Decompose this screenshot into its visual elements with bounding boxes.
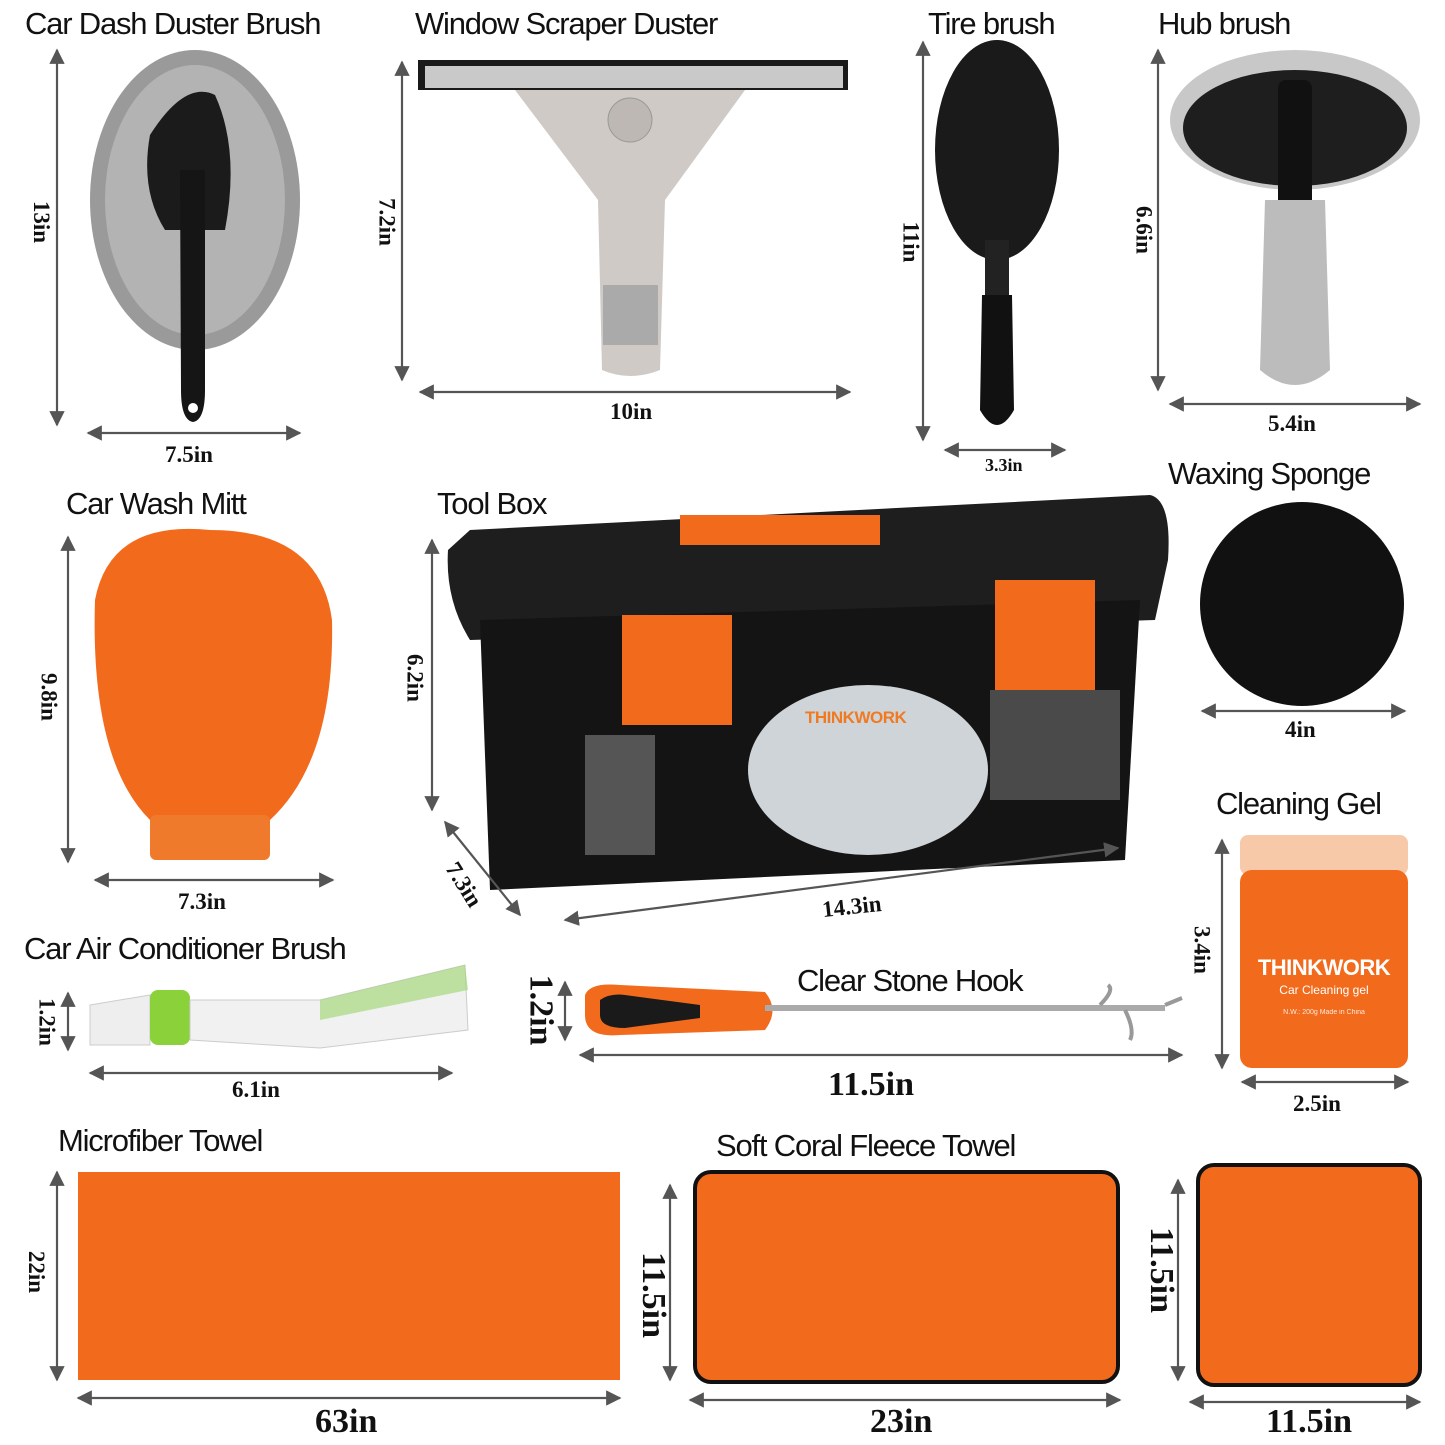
gel-jar-label: THINKWORK Car Cleaning gel N.W.: 200g Ma… xyxy=(1240,955,1408,1016)
gel-brand: THINKWORK xyxy=(1257,955,1391,980)
window-scraper-title: Window Scraper Duster xyxy=(415,6,718,41)
microfiber-towel-height-label: 22in xyxy=(23,1250,49,1294)
stone-hook-width-label: 11.5in xyxy=(828,1066,914,1103)
window-scraper-width-label: 10in xyxy=(610,399,653,424)
tire-brush-title: Tire brush xyxy=(928,6,1056,41)
microfiber-towel-image xyxy=(78,1172,620,1380)
coral-fleece-towel-small-image xyxy=(1196,1163,1422,1387)
stone-hook-title: Clear Stone Hook xyxy=(797,963,1024,998)
ac-brush-height-label: 1.2in xyxy=(34,998,60,1046)
microfiber-towel-title: Microfiber Towel xyxy=(58,1123,263,1158)
coral-fleece-towel-large-image xyxy=(693,1170,1120,1384)
coral-towel-large-title: Soft Coral Fleece Towel xyxy=(716,1128,1016,1163)
wash-mitt-title: Car Wash Mitt xyxy=(66,486,247,521)
cleaning-gel-height-label: 3.4in xyxy=(1189,926,1215,974)
wash-mitt-width-label: 7.3in xyxy=(178,889,226,914)
coral-towel-small-height-label: 11.5in xyxy=(1142,1227,1180,1313)
toolbox-brand: THINKWORK xyxy=(805,708,907,727)
wash-mitt-height-label: 9.8in xyxy=(36,673,62,721)
dash-duster-title: Car Dash Duster Brush xyxy=(25,6,321,41)
wash-mitt-image xyxy=(94,528,333,860)
ac-brush-width-label: 6.1in xyxy=(232,1077,280,1102)
cleaning-gel-title: Cleaning Gel xyxy=(1216,786,1382,821)
gel-product-name: Car Cleaning gel xyxy=(1279,983,1369,997)
tool-box-width-label: 14.3in xyxy=(820,890,883,923)
stone-hook-image xyxy=(585,983,1183,1041)
waxing-sponge-width-label: 4in xyxy=(1285,717,1316,742)
window-scraper-height-label: 7.2in xyxy=(374,198,400,246)
tool-box-height-label: 6.2in xyxy=(402,654,428,702)
tool-box-width-arrow xyxy=(563,842,1120,926)
stone-hook-height-label: 1.2in xyxy=(522,974,560,1046)
cleaning-gel-width-label: 2.5in xyxy=(1293,1091,1341,1116)
hub-brush-image xyxy=(1170,50,1420,385)
tire-brush-width-label: 3.3in xyxy=(985,455,1023,475)
hub-brush-height-label: 6.6in xyxy=(1131,206,1157,254)
coral-towel-large-width-label: 23in xyxy=(870,1403,933,1440)
cleaning-gel-image xyxy=(1240,835,1408,1068)
tool-box-image xyxy=(447,495,1169,890)
hub-brush-title: Hub brush xyxy=(1158,6,1291,41)
tire-brush-image xyxy=(935,40,1059,425)
coral-towel-large-height-label: 11.5in xyxy=(634,1252,672,1338)
microfiber-towel-width-label: 63in xyxy=(315,1403,378,1440)
waxing-sponge-title: Waxing Sponge xyxy=(1168,456,1371,491)
ac-brush-image xyxy=(89,964,469,1049)
hub-brush-width-label: 5.4in xyxy=(1268,411,1316,436)
dash-duster-image xyxy=(90,50,300,422)
tool-box-depth-arrow xyxy=(444,820,521,917)
dash-duster-height-label: 13in xyxy=(28,200,54,244)
coral-towel-small-width-label: 11.5in xyxy=(1266,1403,1352,1440)
ac-brush-title: Car Air Conditioner Brush xyxy=(24,931,347,966)
tire-brush-height-label: 11in xyxy=(898,221,924,263)
tool-box-title: Tool Box xyxy=(437,486,548,521)
window-scraper-image xyxy=(418,60,848,376)
waxing-sponge-image xyxy=(1200,502,1404,706)
dash-duster-width-label: 7.5in xyxy=(165,442,213,467)
gel-fine-print: N.W.: 200g Made in China xyxy=(1283,1009,1365,1016)
